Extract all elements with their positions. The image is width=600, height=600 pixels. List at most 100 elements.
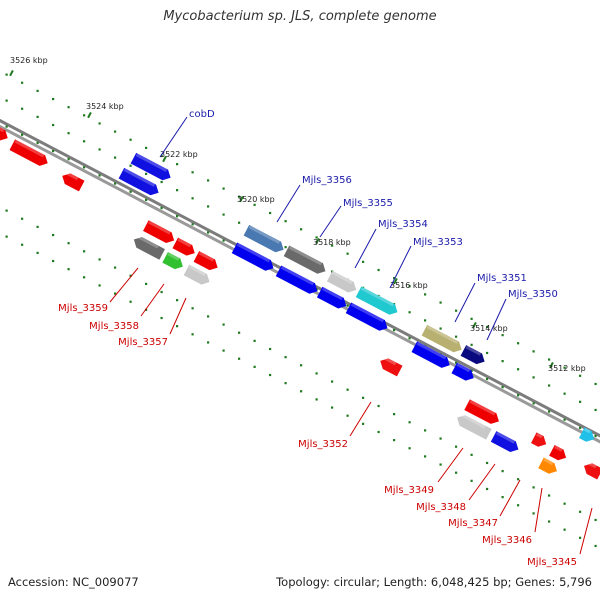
- guide-dot: [346, 414, 349, 417]
- gene-block: [9, 139, 48, 166]
- leader-line: [140, 283, 165, 317]
- guide-dot: [501, 334, 504, 337]
- guide-dot: [408, 311, 411, 314]
- gene-label: Mjls_3346: [482, 535, 532, 546]
- guide-dot: [408, 337, 411, 340]
- guide-dot: [5, 235, 8, 238]
- guide-dot: [346, 252, 349, 255]
- gene-arrow: [355, 286, 398, 315]
- gene-block: [133, 234, 165, 260]
- guide-dot: [455, 361, 458, 364]
- guide-dot: [129, 300, 132, 303]
- guide-dot: [408, 285, 411, 288]
- guide-dot: [36, 115, 39, 118]
- gene-arrow: [172, 237, 195, 256]
- gene-highlight: [167, 252, 180, 261]
- gene-block: [457, 412, 492, 440]
- gene-label: Mjls_3345: [527, 557, 577, 568]
- map-title: Mycobacterium sp. JLS, complete genome: [163, 9, 437, 24]
- gene-block: [162, 252, 183, 270]
- gene-block: [584, 460, 600, 480]
- guide-dot: [98, 122, 101, 125]
- guide-dot: [408, 421, 411, 424]
- tick-mark: [162, 156, 167, 163]
- gene-label: cobD: [189, 109, 215, 120]
- gene-label: Mjls_3347: [448, 518, 498, 529]
- dotted-guides: [5, 69, 597, 548]
- gene-arrow: [345, 302, 388, 331]
- guide-dot: [331, 406, 334, 409]
- leader-line: [319, 205, 342, 238]
- guide-dot: [532, 350, 535, 353]
- guide-dot: [191, 223, 194, 226]
- guide-dot: [83, 250, 86, 253]
- gene-highlight: [14, 139, 45, 158]
- gene-arrow: [451, 362, 474, 381]
- guide-dot: [207, 205, 210, 208]
- guide-dot: [98, 174, 101, 177]
- gene-highlight: [248, 225, 281, 244]
- gene-highlight: [280, 265, 315, 286]
- guide-dot: [455, 335, 458, 338]
- leader-line: [454, 282, 476, 323]
- guide-dot: [36, 225, 39, 228]
- guide-dot: [501, 470, 504, 473]
- guide-dot: [222, 349, 225, 352]
- guide-dot: [145, 198, 148, 201]
- guide-dot: [191, 333, 194, 336]
- guide-dot: [269, 211, 272, 215]
- guide-dot: [269, 347, 272, 351]
- guide-dot: [362, 260, 365, 263]
- guide-dot: [393, 277, 396, 280]
- gene-highlight: [360, 286, 395, 307]
- guide-dot: [517, 478, 520, 481]
- guide-dot: [548, 410, 551, 413]
- guide-dot: [594, 544, 597, 548]
- leader-line: [579, 507, 593, 555]
- guide-dot: [114, 130, 117, 133]
- guide-dot: [222, 323, 225, 326]
- guide-dot: [129, 138, 132, 141]
- gene-highlight: [543, 457, 554, 466]
- guide-dot: [191, 197, 194, 200]
- gene-arrow: [464, 399, 499, 424]
- gene-highlight: [426, 325, 459, 344]
- gene-block: [193, 251, 218, 271]
- gene-arrow: [538, 457, 557, 474]
- tick-mark: [87, 111, 92, 119]
- leader-line: [389, 245, 412, 289]
- gene-highlight: [288, 245, 323, 266]
- tick-labels: 3526 kbp 3524 kbp 3522 kbp 3520 kbp 3518…: [10, 56, 586, 373]
- gene-block: [460, 345, 485, 365]
- gene-highlight: [136, 234, 159, 249]
- guide-dot: [579, 536, 582, 539]
- guide-dot: [36, 89, 39, 92]
- leader-line: [437, 447, 464, 483]
- guide-dot: [52, 123, 55, 127]
- guide-dot: [83, 166, 86, 169]
- gene-block: [490, 431, 519, 453]
- tick-mark: [315, 238, 320, 245]
- guide-dot: [238, 221, 241, 224]
- guide-dot: [67, 158, 70, 161]
- guide-dot: [191, 307, 194, 310]
- guide-dot: [129, 190, 132, 193]
- gene-block: [118, 167, 159, 196]
- guide-dot: [439, 327, 442, 330]
- guide-dot: [439, 437, 442, 440]
- guide-dot: [424, 455, 427, 458]
- guide-dot: [331, 244, 334, 247]
- guide-dot: [129, 164, 132, 167]
- guide-dot: [176, 189, 179, 192]
- guide-dot: [284, 356, 287, 359]
- guide-dot: [377, 404, 380, 408]
- gene-block: [345, 302, 388, 331]
- guide-dot: [52, 97, 55, 101]
- guide-dot: [98, 284, 101, 287]
- guide-dot: [486, 487, 489, 491]
- guide-dot: [594, 434, 597, 438]
- guide-dot: [269, 373, 272, 377]
- guide-dot: [532, 512, 535, 515]
- gene-arrow: [326, 270, 357, 293]
- gene-arrow: [275, 265, 318, 294]
